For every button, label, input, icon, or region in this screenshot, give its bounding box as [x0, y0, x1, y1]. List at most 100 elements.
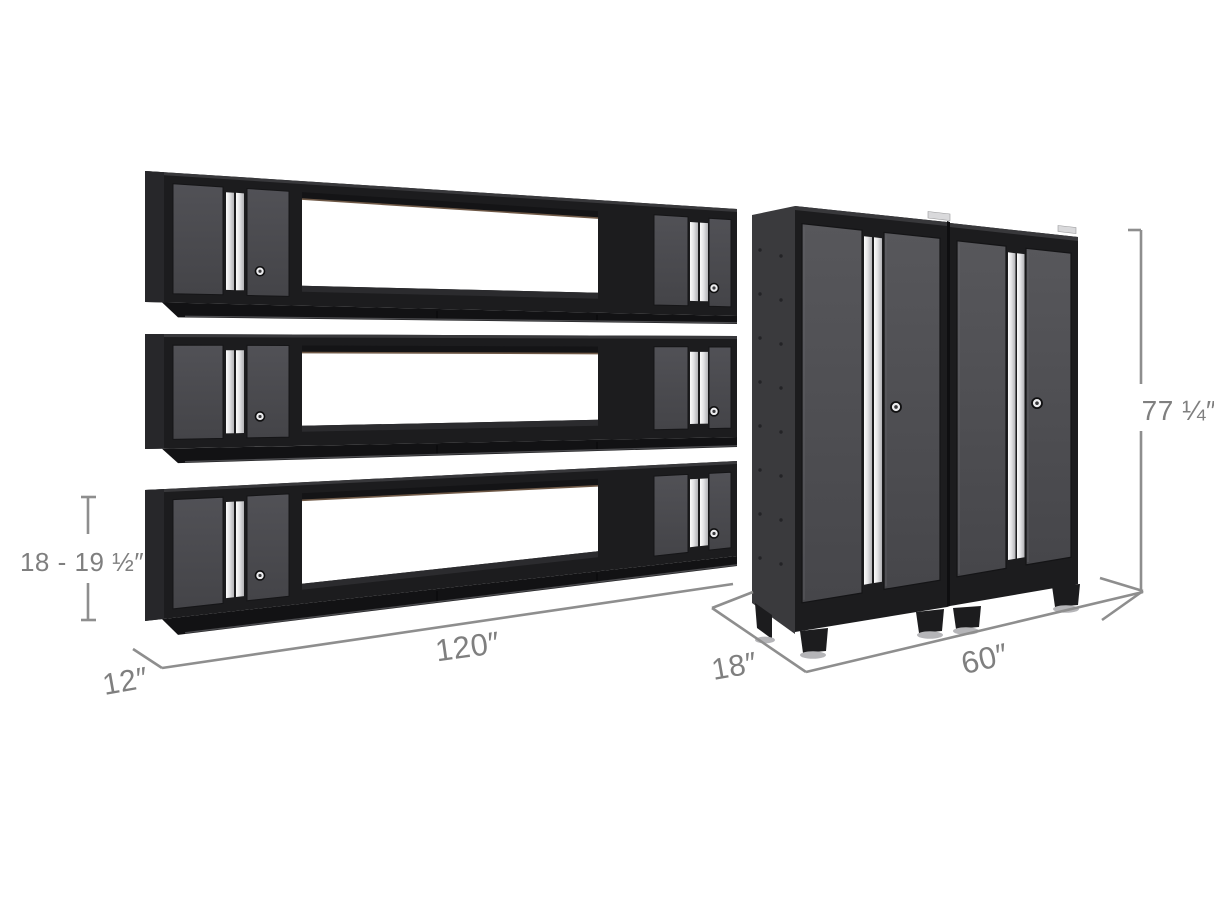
locker-height-dimension: 77 ¼″ — [1099, 228, 1214, 622]
keyhole-pin — [712, 409, 716, 413]
hang-rail — [302, 345, 598, 354]
shelf-front-edge — [302, 551, 598, 590]
cabinet-door — [653, 214, 689, 307]
shelf-pin-hole — [779, 562, 783, 566]
door-handle — [236, 192, 244, 291]
hang-rail — [302, 478, 598, 501]
wall-height-dimension: 18 - 19 ½″ — [20, 495, 144, 622]
locker-cabinet-right — [950, 223, 1078, 606]
door-handle — [1017, 253, 1025, 559]
door-handle — [226, 501, 234, 599]
hang-rail-trim — [301, 351, 599, 355]
cabinet-door — [172, 496, 224, 610]
shelf-pin-hole — [758, 380, 762, 384]
locker-door — [801, 223, 863, 604]
shelf-pin-hole — [758, 336, 762, 340]
door-handle — [690, 351, 698, 424]
wall-unit-row-1 — [145, 171, 738, 324]
valance-rim — [184, 315, 738, 324]
hang-rail-trim — [301, 198, 599, 219]
shelf-pin-hole — [758, 248, 762, 252]
door-handle — [236, 350, 244, 434]
locker-cabinet-left — [795, 206, 951, 632]
locker-foot — [953, 606, 981, 629]
shelf-pin-hole — [758, 292, 762, 296]
cabinet-door — [246, 187, 290, 297]
door-handle — [700, 351, 708, 424]
keyhole-pin — [1035, 401, 1039, 405]
shelf-front-edge — [302, 285, 598, 299]
door-handle — [700, 478, 708, 547]
cabinet-gap — [947, 221, 950, 607]
wall-unit-row-2 — [145, 334, 738, 464]
locker-door — [883, 231, 941, 591]
end-panel — [145, 171, 164, 303]
brand-badge — [1057, 225, 1077, 234]
shelf-pin-hole — [779, 518, 783, 522]
valance — [162, 556, 737, 635]
keyhole-pin — [712, 286, 716, 290]
shelf-pin-hole — [779, 474, 783, 478]
top-bevel — [145, 334, 737, 339]
top-bevel — [145, 171, 737, 212]
locker-door — [956, 240, 1007, 578]
shelf-pin-hole — [779, 342, 783, 346]
cabinet-door — [246, 493, 290, 602]
door-handle — [690, 478, 698, 548]
keyhole-pin — [258, 414, 262, 419]
cabinet-door — [653, 473, 689, 557]
open-shelf-opening — [302, 485, 598, 584]
shelf-front-edge — [302, 419, 598, 432]
brand-badge — [927, 211, 951, 221]
open-shelf-opening — [302, 199, 598, 293]
door-handle — [690, 222, 698, 302]
keyhole-pin — [258, 269, 262, 273]
cabinet-door — [172, 183, 224, 296]
width-line — [805, 590, 1144, 674]
leveling-disc — [800, 651, 826, 659]
cabinet-door — [653, 346, 689, 431]
hang-rail — [302, 192, 598, 219]
locker-width-label: 60″ — [958, 636, 1012, 681]
cabinet-door — [172, 344, 224, 440]
valance — [162, 437, 737, 464]
corner-stub — [711, 590, 754, 610]
arrow-upper — [1099, 576, 1144, 593]
depth-stub — [132, 647, 163, 670]
width-line — [161, 582, 734, 670]
locker-foot — [916, 609, 944, 633]
locker-side-panel — [752, 206, 795, 634]
open-shelf-opening — [302, 352, 598, 426]
top-bevel — [950, 223, 1078, 241]
locker-foot — [800, 628, 828, 653]
dimension-annotations: 18 - 19 ½″ 12″ 120″ 18″ 60″ — [20, 228, 1214, 702]
wall-shelf-units — [145, 171, 738, 635]
locker-door — [1025, 247, 1072, 566]
locker-side-panel-group — [752, 206, 795, 644]
keyhole-pin — [712, 531, 716, 536]
shelf-pin-hole — [758, 556, 762, 560]
door-handle — [226, 192, 234, 291]
door-handle — [700, 222, 708, 302]
shelf-pin-hole — [758, 424, 762, 428]
door-handle — [864, 236, 872, 585]
wall-depth-label: 12″ — [100, 661, 151, 701]
end-panel — [145, 334, 164, 449]
wall-width-label: 120″ — [433, 625, 502, 669]
locker-height-label: 77 ¼″ — [1142, 395, 1214, 426]
shelf-pin-hole — [779, 386, 783, 390]
keyhole-pin — [894, 405, 898, 409]
shelf-pin-hole — [758, 468, 762, 472]
door-handle — [874, 237, 882, 584]
door-handle — [1008, 252, 1016, 561]
door-handle — [236, 501, 244, 597]
shelf-pin-hole — [779, 298, 783, 302]
locker-cabinets — [752, 206, 1080, 659]
top-bevel — [795, 206, 947, 226]
valance-rim — [184, 445, 738, 463]
locker-depth-label: 18″ — [709, 646, 760, 686]
hang-rail-trim — [301, 485, 599, 502]
cabinet-door — [708, 217, 732, 308]
